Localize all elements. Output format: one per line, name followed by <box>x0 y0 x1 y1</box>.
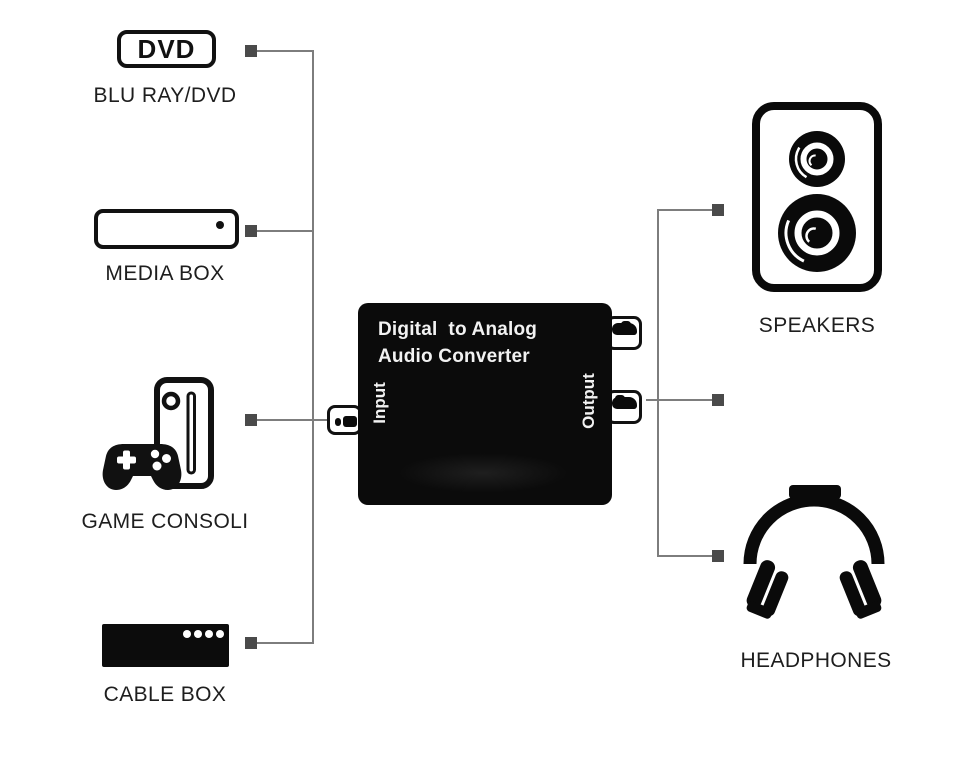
cable-box-led-icon <box>205 630 213 638</box>
wire <box>257 50 314 52</box>
media-box-led-icon <box>216 221 224 229</box>
connector-node <box>712 394 724 406</box>
cable-box-led-icon <box>216 630 224 638</box>
cable-box-led-icon <box>183 630 191 638</box>
output-label-speakers: SPEAKERS <box>758 314 876 337</box>
dac-output-label: Output <box>579 373 598 429</box>
headphones-icon <box>737 478 892 630</box>
optical-input-port-icon <box>327 405 362 435</box>
source-label-bluray: BLU RAY/DVD <box>93 84 237 107</box>
cable-box-led-icon <box>194 630 202 638</box>
dvd-badge-text: DVD <box>137 33 196 64</box>
source-label-gameconsole: GAME CONSOLI <box>81 510 249 533</box>
wire <box>257 419 327 421</box>
game-console-icon <box>100 376 215 508</box>
wire <box>657 209 712 211</box>
wire <box>257 642 314 644</box>
wire <box>657 555 712 557</box>
media-box-icon <box>94 209 239 249</box>
cable-box-icon <box>102 624 229 667</box>
wire <box>646 399 712 401</box>
connector-node <box>245 45 257 57</box>
connector-node <box>712 550 724 562</box>
dvd-player-icon: DVD <box>117 30 216 68</box>
rca-output-port-icon <box>606 390 642 424</box>
wire <box>257 230 314 232</box>
source-label-cablebox: CABLE BOX <box>103 683 227 706</box>
speakers-icon <box>752 102 882 292</box>
connector-node <box>245 225 257 237</box>
connector-node <box>712 204 724 216</box>
dac-input-label: Input <box>370 382 389 424</box>
source-label-mediabox: MEDIA BOX <box>105 262 225 285</box>
wire <box>657 209 659 557</box>
wire <box>312 50 314 644</box>
connector-node <box>245 637 257 649</box>
connector-node <box>245 414 257 426</box>
output-label-headphones: HEADPHONES <box>740 649 892 672</box>
